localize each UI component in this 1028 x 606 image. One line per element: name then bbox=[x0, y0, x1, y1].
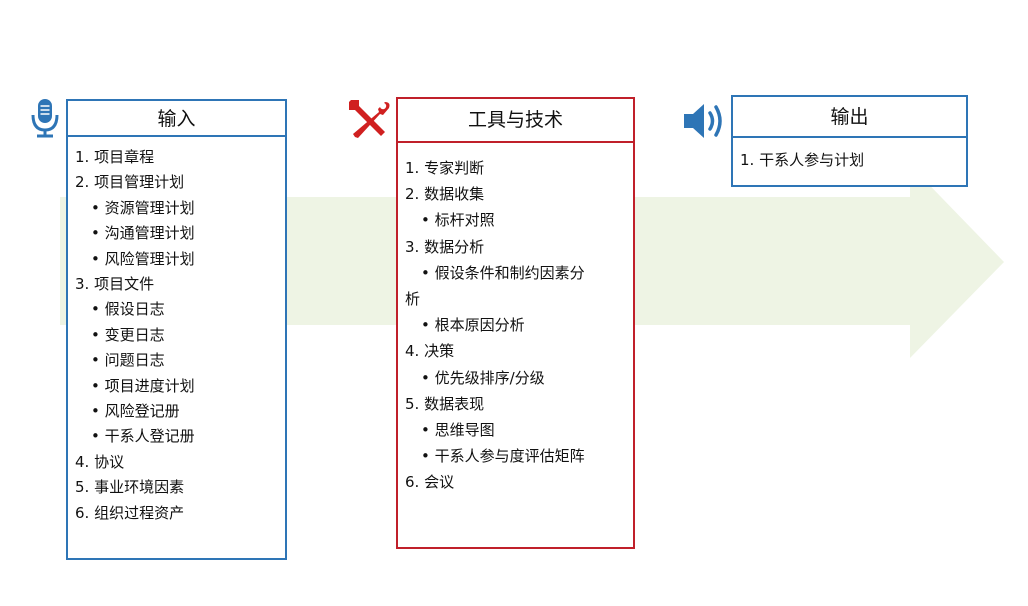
tools-box: 工具与技术 1. 专家判断 2. 数据收集 • 标杆对照 3. 数据分析 • 假设条件和… bbox=[396, 97, 635, 549]
input-list-item: 6. 组织过程资产 bbox=[75, 503, 185, 522]
tools-list-item: • 干系人参与度评估矩阵 bbox=[421, 447, 585, 466]
input-title: 输入 bbox=[68, 101, 285, 137]
tools-list-item: • 根本原因分析 bbox=[421, 316, 525, 335]
tools-list-item: • 标杆对照 bbox=[421, 211, 495, 230]
output-list-item: 1. 干系人参与计划 bbox=[740, 151, 865, 169]
speaker-icon bbox=[682, 100, 728, 146]
output-list: 1. 干系人参与计划 bbox=[733, 138, 966, 172]
input-list-item: • 干系人登记册 bbox=[91, 427, 195, 446]
tools-icon bbox=[345, 96, 391, 146]
input-list-item: • 假设日志 bbox=[91, 300, 165, 319]
tools-list-item: • 优先级排序/分级 bbox=[421, 368, 545, 387]
input-list-item: 2. 项目管理计划 bbox=[75, 173, 185, 192]
tools-list-item: • 思维导图 bbox=[421, 421, 495, 440]
input-list: 1. 项目章程 2. 项目管理计划 • 资源管理计划 • 沟通管理计划 • 风险管理计划… bbox=[68, 137, 285, 526]
input-list-item: 3. 项目文件 bbox=[75, 275, 155, 294]
input-list-item: 4. 协议 bbox=[75, 452, 125, 471]
tools-title: 工具与技术 bbox=[398, 99, 633, 143]
tools-list-item: 3. 数据分析 bbox=[405, 237, 485, 256]
input-list-item: • 问题日志 bbox=[91, 351, 165, 370]
input-box: 输入 1. 项目章程 2. 项目管理计划 • 资源管理计划 • 沟通管理计划 • 风险管… bbox=[66, 99, 287, 560]
output-title: 输出 bbox=[733, 97, 966, 138]
input-list-item: • 风险管理计划 bbox=[91, 249, 195, 268]
input-list-item: 1. 项目章程 bbox=[75, 148, 155, 166]
tools-list-item: 5. 数据表现 bbox=[405, 394, 485, 413]
microphone-icon bbox=[28, 97, 62, 143]
input-list-item: • 变更日志 bbox=[91, 325, 165, 344]
input-list-item: 5. 事业环境因素 bbox=[75, 478, 185, 497]
input-list-item: • 项目进度计划 bbox=[91, 376, 195, 395]
tools-list-item: 2. 数据收集 bbox=[405, 185, 485, 204]
output-box: 输出 1. 干系人参与计划 bbox=[731, 95, 968, 187]
input-list-item: • 沟通管理计划 bbox=[91, 224, 195, 243]
tools-list: 1. 专家判断 2. 数据收集 • 标杆对照 3. 数据分析 • 假设条件和制约因素分析… bbox=[398, 143, 633, 496]
input-list-item: • 资源管理计划 bbox=[91, 198, 195, 217]
tools-list-item: • 假设条件和制约因素分 bbox=[421, 263, 585, 282]
tools-list-item: 6. 会议 bbox=[405, 473, 455, 492]
tools-list-item: 1. 专家判断 bbox=[405, 159, 485, 177]
tools-list-item: 析 bbox=[405, 290, 421, 309]
input-list-item: • 风险登记册 bbox=[91, 402, 180, 421]
tools-list-item: 4. 决策 bbox=[405, 342, 455, 361]
